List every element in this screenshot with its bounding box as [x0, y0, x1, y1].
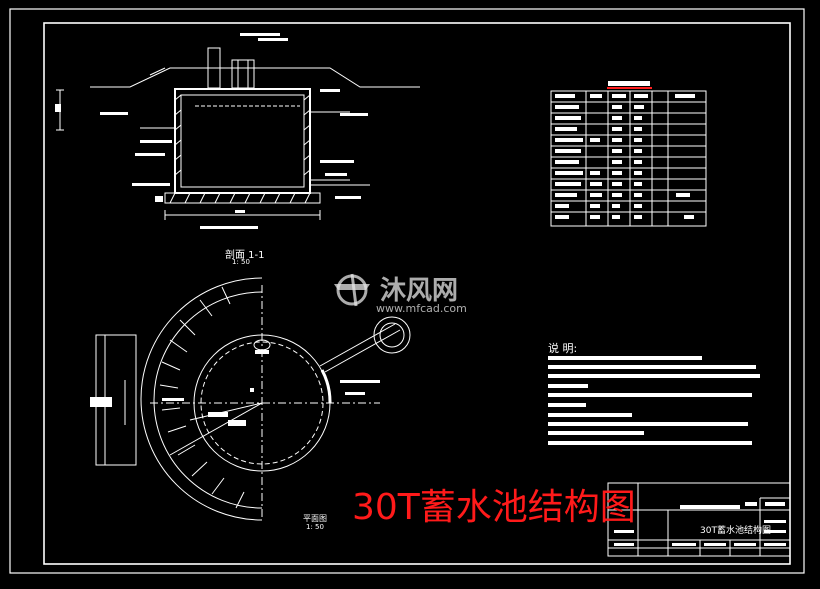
- inner-frame: [43, 22, 791, 565]
- mfcad-logo-icon: [334, 273, 370, 307]
- section-view-scale: 1: 50: [232, 258, 250, 266]
- material-table-cells: [555, 81, 695, 219]
- notes-heading: 说 明:: [548, 342, 578, 355]
- plan-view-scale: 1: 50: [306, 523, 324, 531]
- plan-view-title: 平面图: [303, 514, 327, 523]
- overlay-title: 30T蓄水池结构图: [352, 487, 636, 528]
- material-table: [550, 90, 707, 227]
- outer-frame: [9, 8, 805, 574]
- section-view: [56, 47, 420, 220]
- plan-labels: [90, 350, 380, 426]
- watermark: 沐风网 www.mfcad.com: [330, 268, 500, 318]
- plan-view: [95, 277, 411, 521]
- title-block-drawing-name: 30T蓄水池结构图: [700, 526, 771, 536]
- section-view-title: 剖面 1-1: [225, 250, 265, 261]
- watermark-main-text: 沐风网: [380, 276, 459, 306]
- title-block: [607, 482, 791, 557]
- watermark-url-text: www.mfcad.com: [376, 302, 467, 315]
- notes-lines: [548, 356, 760, 445]
- section-labels: [55, 33, 368, 229]
- title-block-cells: [614, 502, 786, 546]
